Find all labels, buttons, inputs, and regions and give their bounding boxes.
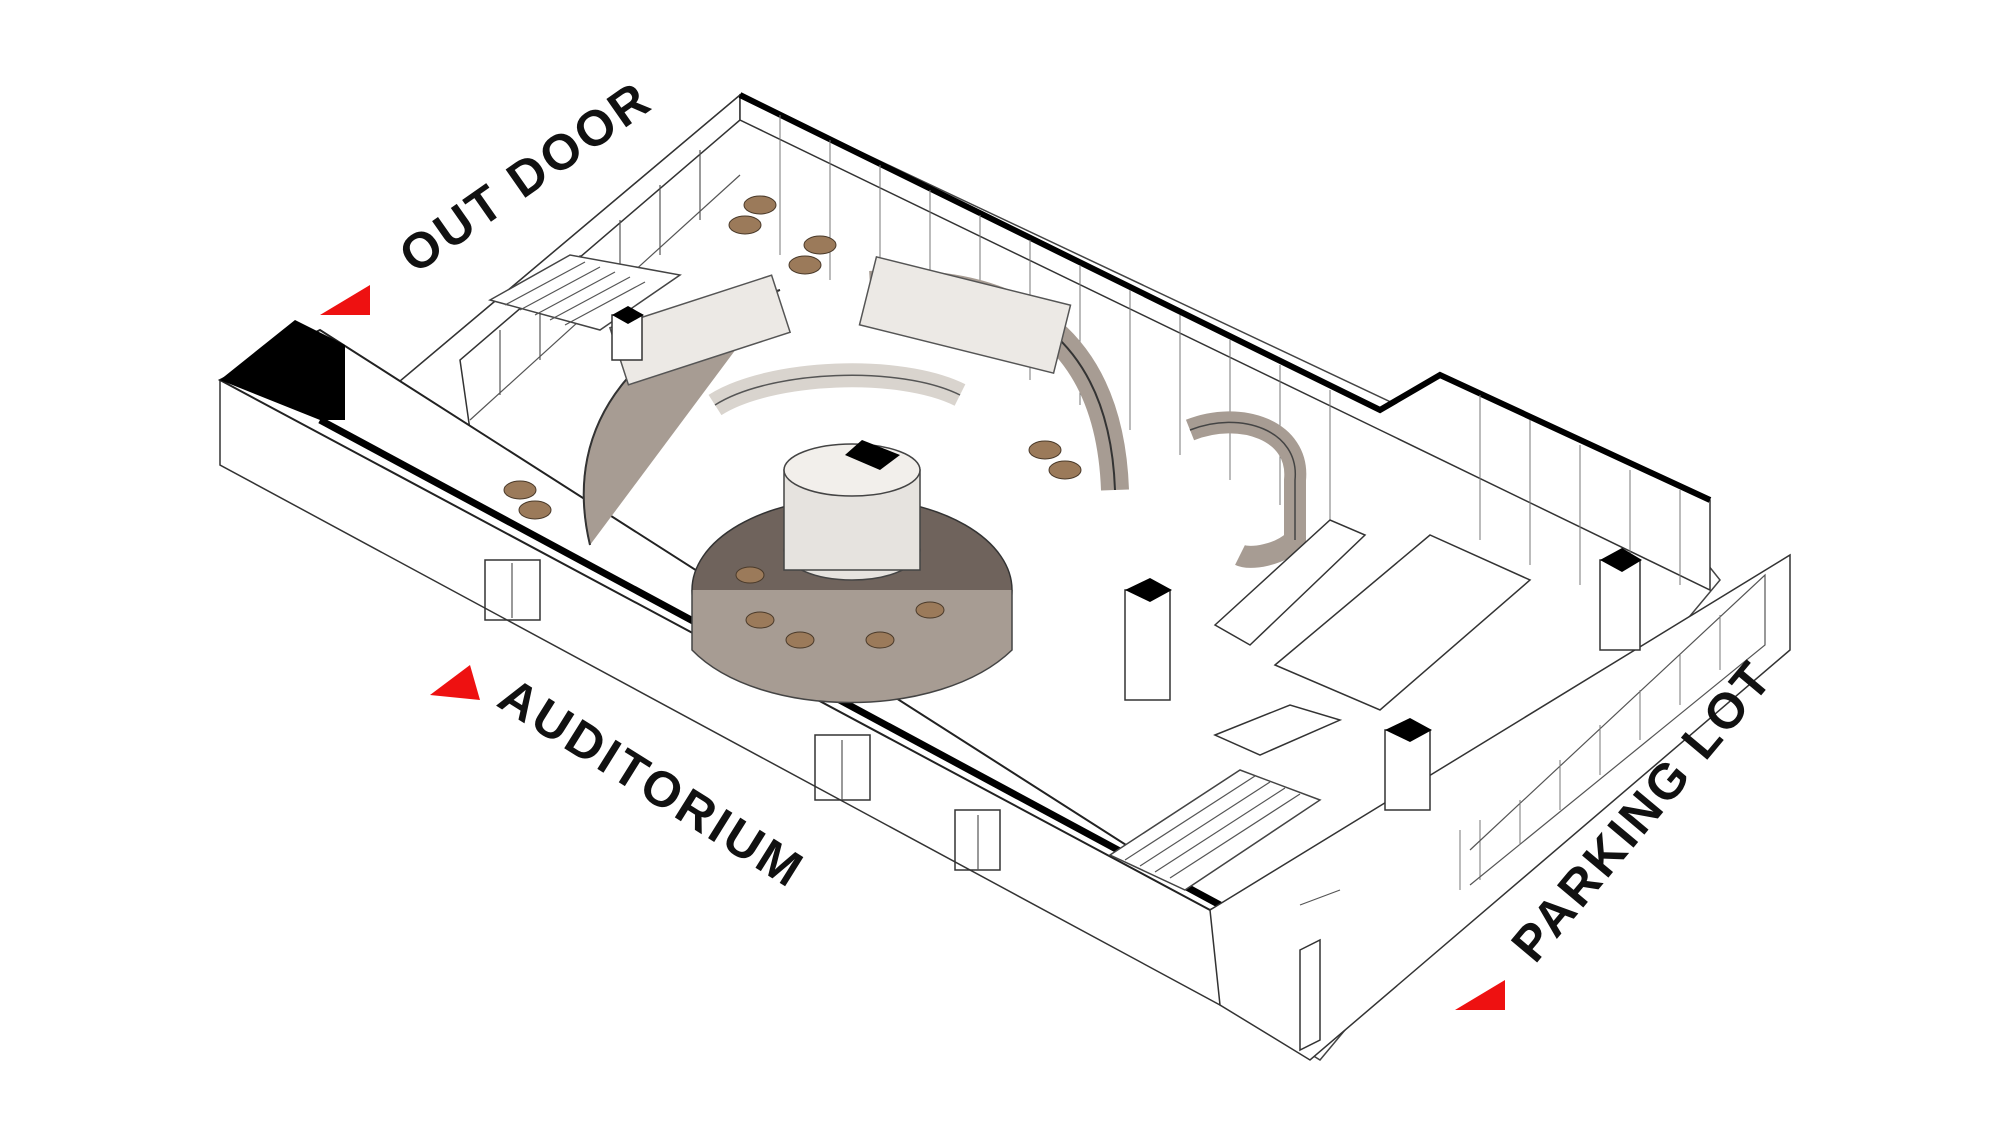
parking-glass-wall — [1209, 553, 1791, 1061]
entrance-ramp — [1108, 769, 1322, 891]
auditorium-door-1 — [484, 559, 541, 621]
reception-desks — [1213, 519, 1532, 756]
stairs-top — [488, 254, 682, 331]
curved-counter — [708, 363, 966, 416]
reception-pod — [1185, 411, 1307, 568]
cafe-tables — [503, 195, 1082, 520]
parking-lot-arrow — [1455, 980, 1505, 1010]
back-wall-right — [738, 92, 1712, 592]
curved-book-wall — [582, 255, 1129, 546]
round-seating — [691, 440, 1013, 704]
auditorium-arrow — [430, 665, 480, 700]
pillars — [611, 306, 1642, 811]
out-door-arrow — [320, 285, 370, 315]
